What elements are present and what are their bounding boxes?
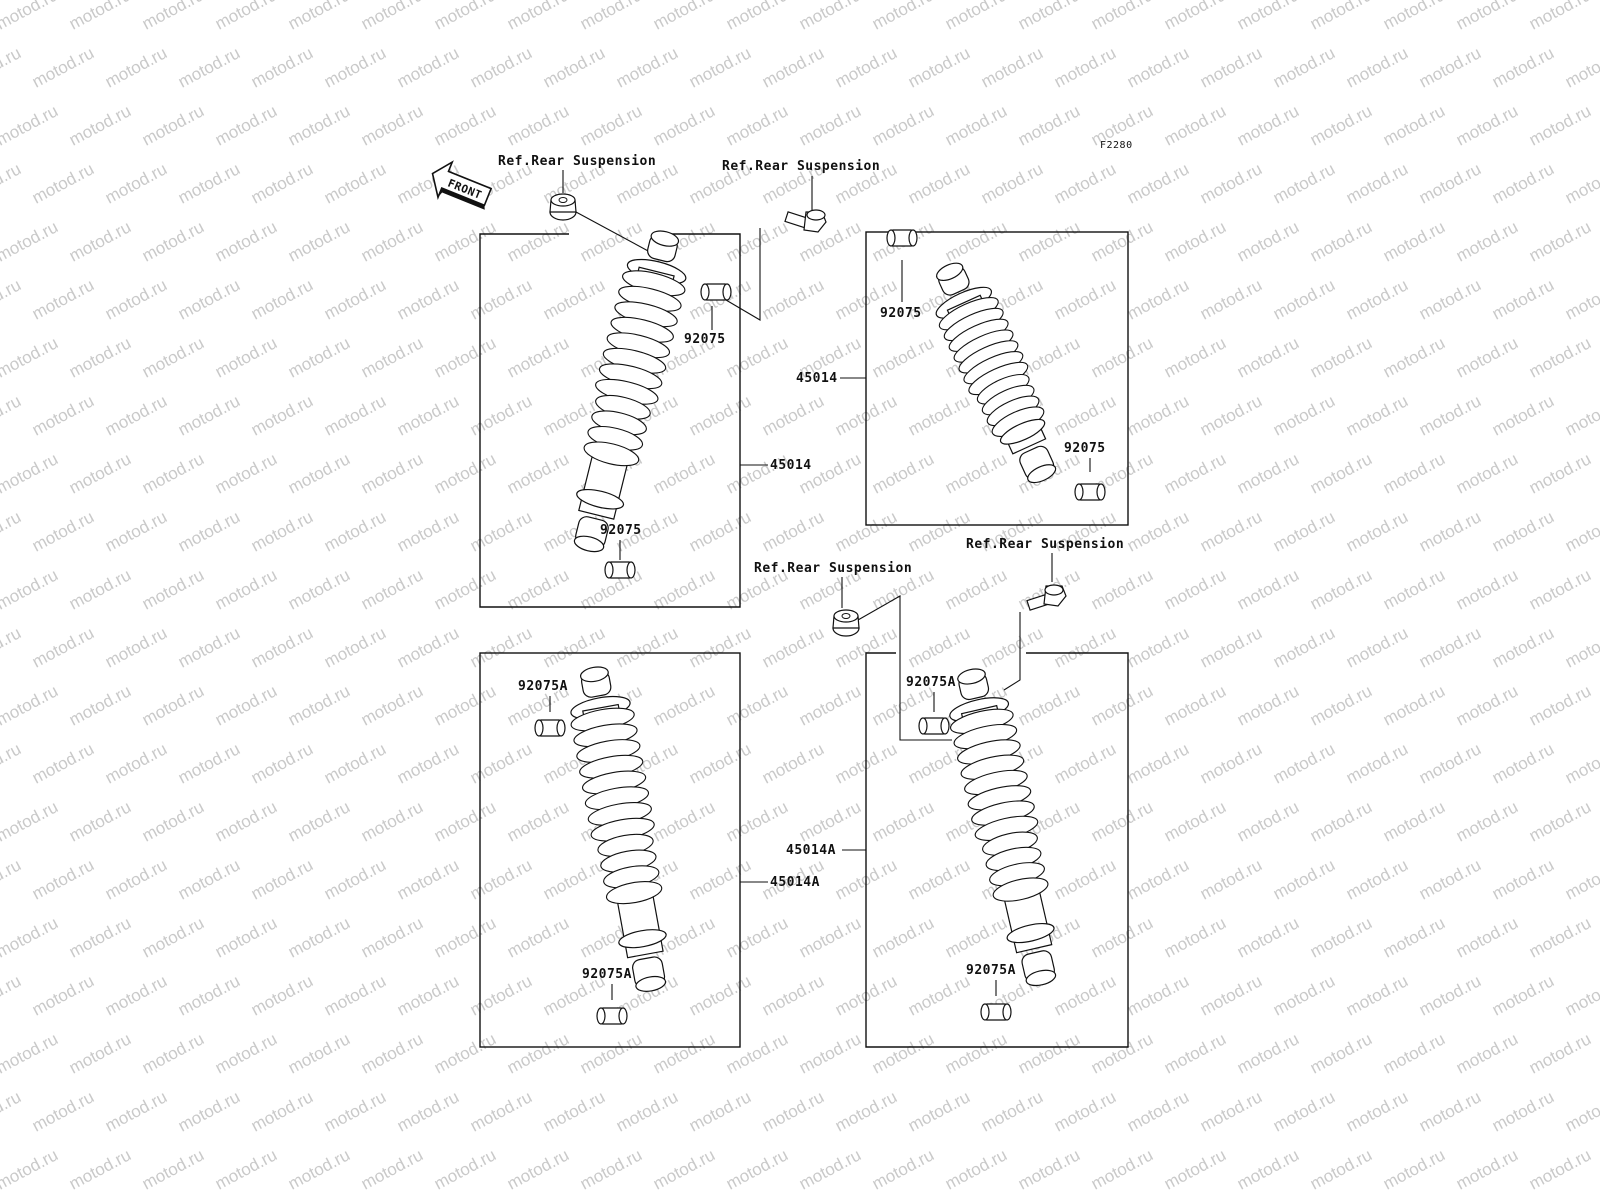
part-label-45014-tl: 45014 bbox=[770, 458, 812, 473]
front-arrow-icon: FRONT bbox=[431, 160, 493, 210]
bushing-92075-icon bbox=[700, 283, 732, 301]
part-label-45014A-bl: 45014A bbox=[770, 875, 820, 890]
part-label-45014-tr: 45014 bbox=[796, 371, 838, 386]
ref-rear-suspension-label-2: Ref.Rear Suspension bbox=[722, 159, 880, 174]
part-label-92075-lower-tr: 92075 bbox=[1064, 441, 1106, 456]
bushing-92075-icon bbox=[604, 561, 636, 579]
flange-bolt-icon bbox=[784, 209, 827, 233]
ref-rear-suspension-label-4: Ref.Rear Suspension bbox=[966, 537, 1124, 552]
diagram-code: F2280 bbox=[1100, 140, 1133, 151]
part-label-92075-lower-tl: 92075 bbox=[600, 523, 642, 538]
flange-nut-icon bbox=[549, 193, 577, 221]
part-label-45014A-br: 45014A bbox=[786, 843, 836, 858]
ref-rear-suspension-label-1: Ref.Rear Suspension bbox=[498, 154, 656, 169]
part-label-92075A-upper-br: 92075A bbox=[906, 675, 956, 690]
bushing-92075A-icon bbox=[534, 719, 566, 737]
bushing-92075-icon bbox=[1074, 483, 1106, 501]
part-label-92075-upper-tr: 92075 bbox=[880, 306, 922, 321]
ref-rear-suspension-label-3: Ref.Rear Suspension bbox=[754, 561, 912, 576]
bushing-92075A-icon bbox=[596, 1007, 628, 1025]
panel-frame-bottom-right bbox=[865, 652, 1129, 1048]
part-label-92075A-upper-bl: 92075A bbox=[518, 679, 568, 694]
part-label-92075A-lower-br: 92075A bbox=[966, 963, 1016, 978]
part-label-92075A-lower-bl: 92075A bbox=[582, 967, 632, 982]
part-label-92075-upper-tl: 92075 bbox=[684, 332, 726, 347]
bushing-92075A-icon bbox=[980, 1003, 1012, 1021]
rear-shock-absorber-bottom-right bbox=[949, 668, 1057, 987]
rear-shock-absorber-bottom-left bbox=[570, 666, 667, 992]
panel-frame-top-left bbox=[479, 233, 741, 608]
rear-shock-absorber-top-left bbox=[573, 230, 687, 553]
flange-bolt-icon bbox=[1026, 584, 1067, 611]
bushing-92075-icon bbox=[886, 229, 918, 247]
watermark-text: motod.ru bbox=[1599, 0, 1600, 34]
panel-frame-bottom-left bbox=[479, 652, 741, 1048]
flange-nut-icon bbox=[832, 609, 860, 637]
rear-shock-absorber-top-right bbox=[935, 262, 1057, 484]
bushing-92075A-icon bbox=[918, 717, 950, 735]
